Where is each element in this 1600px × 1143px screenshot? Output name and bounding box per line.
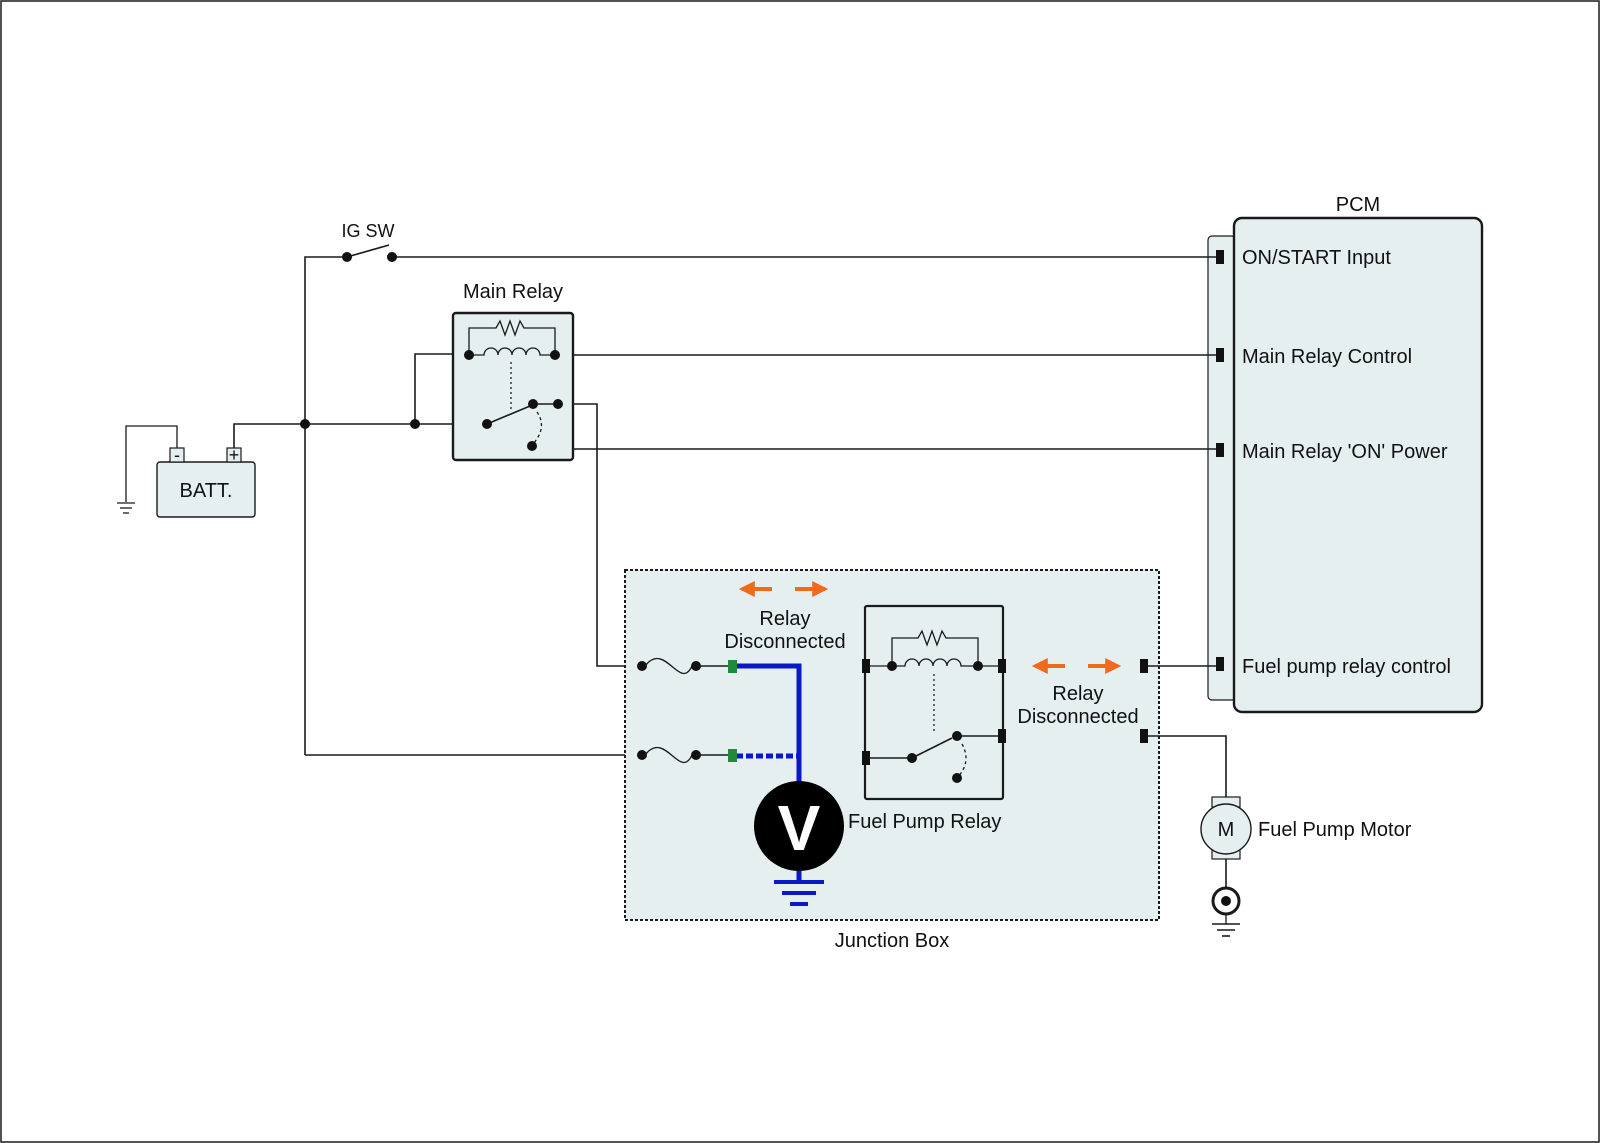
battery-bus-wire	[304, 256, 347, 755]
pcm-module: PCM ON/START Input Main Relay Control Ma…	[1207, 194, 1484, 714]
voltmeter: V	[754, 781, 844, 871]
fuel-pump-motor-ground-icon	[1211, 886, 1241, 937]
main-relay-resistor	[468, 319, 556, 354]
fuel-pump-relay-nc-arc	[956, 743, 967, 779]
junction-box-label: Junction Box	[835, 930, 950, 952]
fuel-pump-relay-label: Fuel Pump Relay	[848, 811, 1001, 833]
relay-disconnected-indicator-2: Relay Disconnected	[1017, 658, 1139, 728]
pcm-title: PCM	[1336, 194, 1380, 216]
connector-green-2	[728, 749, 737, 762]
main-relay-output-wire	[558, 403, 640, 667]
pcm-connector-strip	[1207, 235, 1237, 701]
junction-box: Junction Box V	[624, 569, 1160, 952]
connector-green-1	[728, 660, 737, 673]
pcm-on-start-input-label: ON/START Input	[1242, 247, 1391, 269]
battery-ground-wire	[125, 425, 178, 502]
fuel-pump-relay-box	[863, 604, 1005, 801]
pcm-main-relay-control-label: Main Relay Control	[1242, 346, 1412, 368]
ignition-switch-blade	[346, 244, 390, 258]
fuel-pump-relay-resistor	[891, 629, 979, 666]
relay-disconnected-indicator-1: Relay Disconnected	[724, 581, 846, 653]
fuel-pump-motor: M Fuel Pump Motor	[1200, 796, 1412, 937]
fuel-pump-relay-coil	[866, 658, 1002, 667]
fuel-pump-relay: Fuel Pump Relay	[848, 604, 1006, 833]
jb-pin-fuel-pump-motor	[1140, 729, 1148, 743]
battery-body	[156, 461, 256, 518]
battery-plus-sign: +	[229, 445, 240, 465]
relay-disconnected-1-line1: Relay	[759, 608, 810, 630]
jb-pin-fuel-pump-control	[1140, 659, 1148, 673]
main-relay-on-power-wire	[557, 404, 1216, 450]
fuse-2	[637, 746, 732, 764]
voltmeter-symbol: V	[778, 792, 821, 864]
fuel-pump-motor-symbol: M	[1218, 819, 1235, 841]
fuel-pump-motor-supply-wire	[1148, 735, 1227, 800]
voltmeter-probe-wire-solid	[736, 663, 802, 790]
battery-ground-icon	[117, 502, 135, 514]
junction-dot-relay-supply	[410, 419, 420, 429]
main-relay-label: Main Relay	[463, 281, 563, 303]
main-relay-coil	[469, 347, 555, 356]
main-relay-nc-arc	[531, 411, 543, 446]
pcm-pin-on-start	[1216, 250, 1224, 264]
ignition-switch-label: IG SW	[342, 221, 395, 241]
fuel-pump-motor-label: Fuel Pump Motor	[1258, 819, 1412, 841]
junction-dot-battery-bus	[300, 419, 310, 429]
pcm-box	[1232, 216, 1484, 714]
pcm-pin-main-relay-on-power	[1216, 443, 1224, 457]
relay-disconnected-2-line1: Relay	[1052, 683, 1103, 705]
ignition-switch: IG SW	[342, 221, 397, 262]
pcm-fuel-pump-relay-control-label: Fuel pump relay control	[1242, 656, 1451, 678]
relay-disconnected-1-line2: Disconnected	[724, 631, 845, 653]
battery: - + BATT.	[117, 425, 256, 518]
fuel-pump-relay-switch-arm	[911, 737, 953, 759]
voltmeter-ground-icon	[774, 880, 824, 906]
main-relay-coil-supply-wire	[414, 353, 469, 424]
voltmeter-body	[754, 781, 844, 871]
main-relay-switch-arm	[486, 405, 531, 425]
battery-positive-wire	[233, 423, 484, 448]
fuse-1	[637, 657, 732, 675]
battery-label: BATT.	[180, 480, 233, 502]
pcm-pin-fuel-pump-control	[1216, 657, 1224, 671]
pcm-pin-main-relay-control	[1216, 348, 1224, 362]
relay-disconnected-2-line2: Disconnected	[1017, 706, 1138, 728]
fuel-pump-motor-body	[1200, 803, 1252, 855]
battery-minus-sign: -	[174, 445, 180, 465]
main-relay: Main Relay	[451, 281, 575, 462]
pcm-main-relay-on-power-label: Main Relay 'ON' Power	[1242, 441, 1448, 463]
